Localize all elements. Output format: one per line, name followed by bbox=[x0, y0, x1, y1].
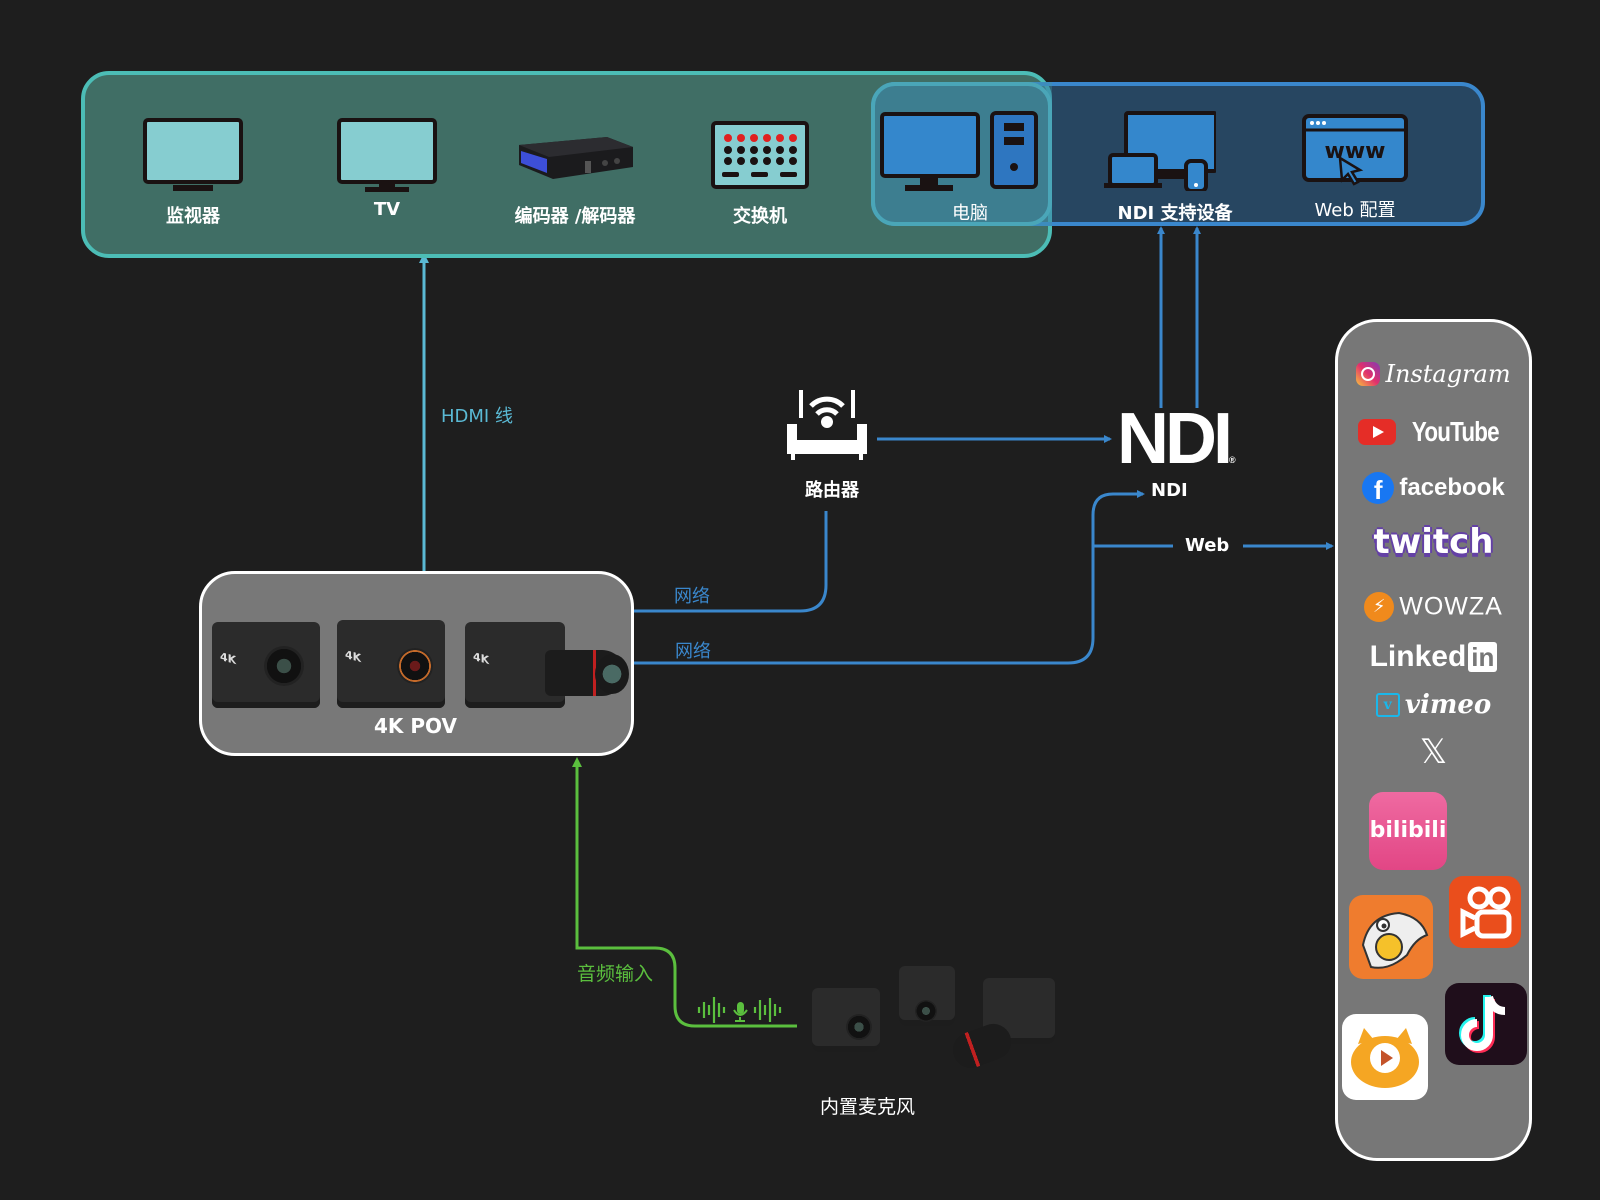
huya-mascot bbox=[1361, 911, 1429, 969]
switcher-label: 交换机 bbox=[733, 206, 787, 227]
multi-device-icon bbox=[1104, 111, 1218, 193]
ndi-logo: NDI® bbox=[1117, 403, 1236, 496]
audio-input-label: 音频输入 bbox=[577, 963, 654, 985]
network-wire-ndi-web bbox=[634, 490, 1145, 665]
camera-badge: 4K bbox=[220, 649, 237, 668]
svg-text:www: www bbox=[1325, 139, 1386, 164]
platform-wowza[interactable]: ⚡ WOWZA bbox=[1335, 592, 1532, 622]
device-switcher bbox=[711, 121, 809, 193]
platform-youtube[interactable]: YouTube bbox=[1335, 416, 1532, 448]
encoder-box-icon bbox=[519, 137, 633, 179]
audio-wire bbox=[572, 757, 797, 1028]
device-tv bbox=[337, 118, 437, 198]
browser-www-icon: www bbox=[1302, 114, 1408, 186]
mic-camera-1 bbox=[812, 988, 880, 1052]
network-wire-router bbox=[634, 511, 828, 613]
bilibili-icon[interactable]: bilibili bbox=[1369, 792, 1447, 870]
camera-badge: 4K bbox=[345, 647, 362, 666]
monitor-icon bbox=[143, 118, 243, 191]
facebook-icon: f bbox=[1362, 472, 1395, 505]
linkedin-icon: in bbox=[1468, 642, 1498, 672]
device-monitor bbox=[143, 118, 243, 198]
device-web-config: www bbox=[1302, 114, 1408, 194]
x-icon: 𝕏 bbox=[1419, 732, 1448, 772]
monitor-label: 监视器 bbox=[166, 206, 220, 227]
platform-facebook[interactable]: f facebook bbox=[1335, 472, 1532, 505]
camera-lens bbox=[264, 646, 304, 686]
camera-lens bbox=[915, 1000, 937, 1022]
linkedin-wordmark: Linked bbox=[1369, 640, 1467, 673]
computer-label: 电脑 bbox=[952, 203, 988, 224]
encoder-decoder-label: 编码器 /解码器 bbox=[514, 206, 636, 227]
ndi-logo-text: NDI bbox=[1117, 399, 1233, 479]
instagram-icon bbox=[1356, 362, 1381, 386]
instagram-wordmark: Instagram bbox=[1385, 360, 1511, 388]
computer-highlight-border bbox=[871, 82, 1052, 226]
mic-camera-2 bbox=[899, 966, 955, 1026]
vimeo-wordmark: vimeo bbox=[1404, 690, 1492, 720]
tiktok-icon[interactable] bbox=[1445, 983, 1527, 1065]
ndi-label: NDI bbox=[1151, 480, 1188, 501]
camera-group-label: 4K POV bbox=[374, 714, 457, 738]
web-label: Web bbox=[1185, 535, 1230, 556]
hdmi-label: HDMI 线 bbox=[441, 406, 513, 427]
router-label: 路由器 bbox=[805, 480, 859, 501]
desktop-computer-icon bbox=[880, 111, 1038, 191]
camera-2: 4K bbox=[337, 620, 445, 708]
tv-icon bbox=[337, 118, 437, 192]
facebook-wordmark: facebook bbox=[1399, 474, 1505, 501]
platform-twitch[interactable]: twitch bbox=[1335, 522, 1532, 562]
ndi-registered-mark: ® bbox=[1229, 455, 1236, 465]
douyu-mascot bbox=[1351, 1028, 1419, 1088]
vimeo-icon: v bbox=[1375, 693, 1400, 717]
web-config-label: Web 配置 bbox=[1314, 200, 1396, 221]
device-ndi-supported bbox=[1104, 111, 1218, 195]
bilibili-wordmark: bilibili bbox=[1369, 818, 1447, 843]
camera-lens bbox=[846, 1014, 872, 1040]
ndi-devices-label: NDI 支持设备 bbox=[1117, 203, 1233, 224]
twitch-icon: twitch bbox=[1373, 522, 1494, 562]
wifi-router-icon bbox=[787, 390, 867, 460]
youtube-wordmark: YouTube bbox=[1411, 416, 1500, 447]
microphone-waveform-icon bbox=[697, 997, 782, 1023]
network-label-1: 网络 bbox=[674, 586, 710, 607]
microphone-label: 内置麦克风 bbox=[820, 1096, 916, 1118]
camera-lens bbox=[397, 648, 433, 684]
network-label-2: 网络 bbox=[675, 641, 711, 662]
platform-vimeo[interactable]: v vimeo bbox=[1335, 690, 1532, 720]
wowza-wordmark: WOWZA bbox=[1399, 592, 1503, 621]
camera-1: 4K bbox=[212, 622, 320, 708]
douyu-tiger-icon[interactable] bbox=[1342, 1014, 1428, 1100]
platform-instagram[interactable]: Instagram bbox=[1335, 360, 1532, 388]
kuaishou-icon[interactable] bbox=[1449, 876, 1521, 948]
switcher-panel-icon bbox=[711, 121, 809, 189]
platform-x[interactable]: 𝕏 bbox=[1335, 732, 1532, 772]
huya-shark-icon[interactable] bbox=[1349, 895, 1433, 979]
router bbox=[787, 388, 867, 467]
tiktok-note bbox=[1459, 995, 1506, 1053]
camera-lens-glass bbox=[595, 654, 629, 694]
device-encoder-decoder bbox=[515, 133, 635, 187]
device-computer bbox=[880, 111, 1040, 199]
youtube-icon bbox=[1357, 419, 1396, 445]
microphone-waveform bbox=[697, 996, 785, 1028]
tv-label: TV bbox=[373, 199, 401, 220]
kuaishou-camera-icon bbox=[1460, 886, 1512, 939]
wowza-icon: ⚡ bbox=[1364, 592, 1395, 622]
camera-badge: 4K bbox=[473, 649, 490, 668]
